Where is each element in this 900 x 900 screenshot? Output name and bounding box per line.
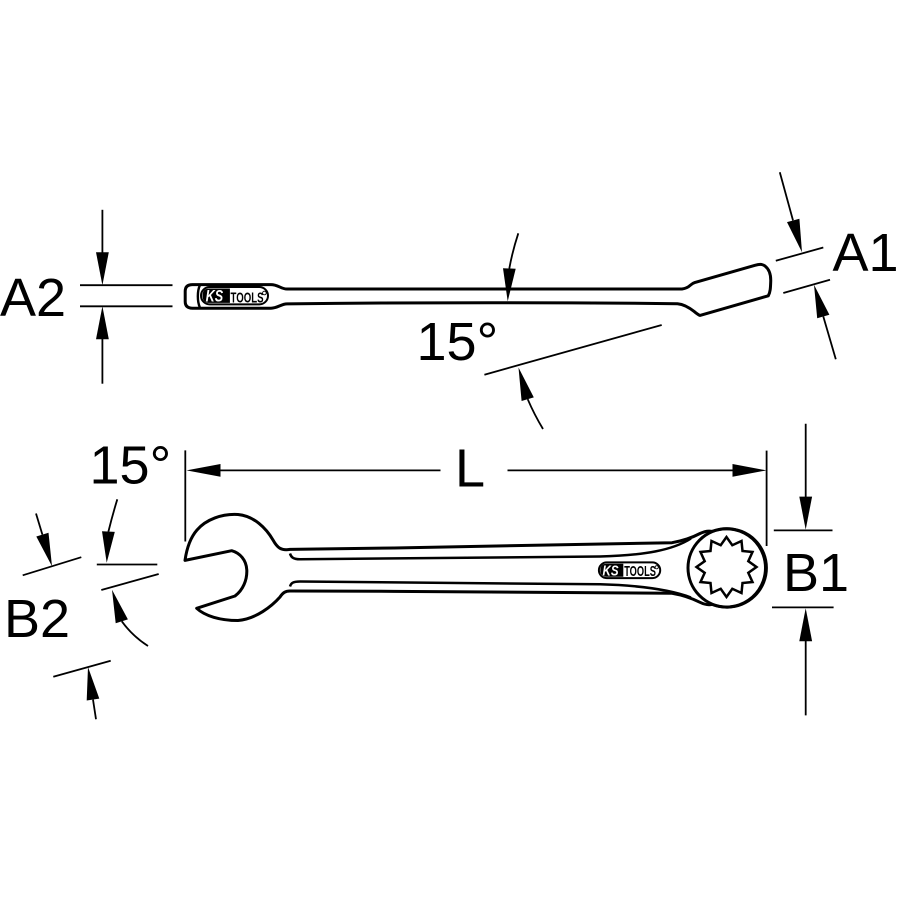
svg-text:TOOLS: TOOLS [231,289,264,305]
svg-text:15°: 15° [417,312,499,372]
svg-text:B1: B1 [783,543,849,603]
svg-text:KS: KS [603,562,619,579]
svg-text:15°: 15° [90,435,172,495]
svg-text:TOOLS: TOOLS [624,563,656,580]
svg-text:A1: A1 [833,223,899,283]
svg-text:L: L [455,439,485,499]
svg-text:A2: A2 [0,268,66,328]
svg-text:KS: KS [206,288,224,306]
svg-text:B2: B2 [4,589,70,649]
